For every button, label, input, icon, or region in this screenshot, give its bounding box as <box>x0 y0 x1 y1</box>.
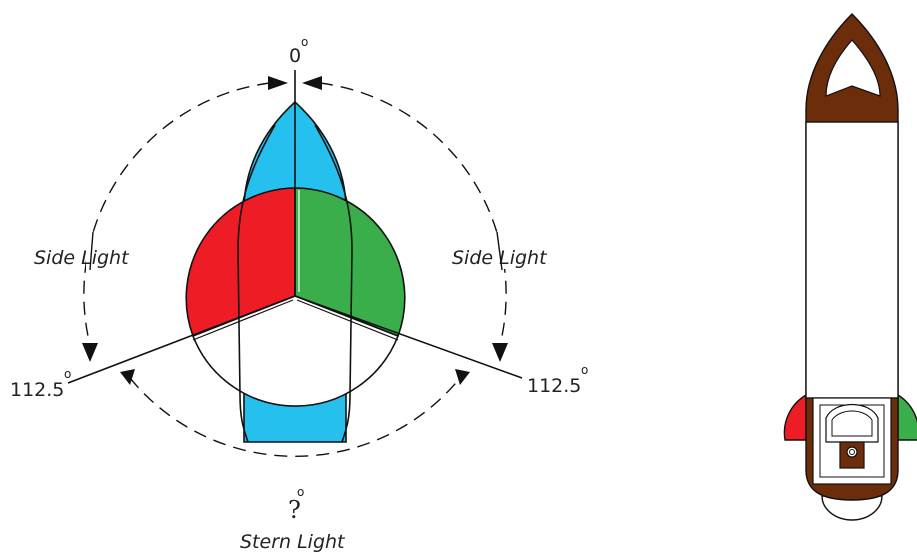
arrow-left-lower <box>120 369 135 385</box>
starboard-limit-line <box>294 295 523 379</box>
left-angle-label: 112.5 <box>10 379 64 401</box>
port-limit-line <box>67 295 296 384</box>
right-degree-mark: o <box>581 363 588 377</box>
boat-bow-hatch <box>825 39 881 97</box>
stern-angle-label: ? <box>288 496 301 524</box>
stern-light-fixture-inner <box>849 449 855 455</box>
arrow-right-lower <box>455 369 470 385</box>
boat-port-light <box>783 393 807 441</box>
boat-deck <box>805 121 899 399</box>
dashed-arc-top-right <box>319 82 507 346</box>
stern-light-label: Stern Light <box>240 531 346 553</box>
starboard-limit-line-inner <box>296 299 399 341</box>
arrow-left-upper <box>82 343 98 362</box>
dashed-arc-bottom <box>129 377 461 458</box>
boat-starboard-light <box>897 393 917 441</box>
right-label-tick <box>496 231 503 271</box>
stern-degree-mark: o <box>297 485 304 499</box>
starboard-light-sector <box>294 187 406 338</box>
port-light-sector <box>185 187 296 338</box>
arrow-right-upper <box>492 343 508 362</box>
stern-light-sector <box>191 295 400 407</box>
top-angle-label: 0 <box>289 45 301 67</box>
left-label-tick <box>89 231 94 271</box>
arrow-top-right <box>302 76 322 90</box>
left-degree-mark: o <box>64 367 71 381</box>
hull-inner-left <box>237 124 276 443</box>
right-angle-label: 112.5 <box>527 375 581 397</box>
top-degree-mark: o <box>301 35 308 49</box>
left-side-light-label: Side Light <box>34 247 130 269</box>
port-limit-line-inner <box>192 299 294 341</box>
arrow-top-left <box>268 76 288 90</box>
hull-inner-right <box>314 124 353 443</box>
boat-stern-light <box>821 495 883 521</box>
dashed-arc-top-left <box>83 82 271 346</box>
console-inner <box>831 410 873 437</box>
stern-light-fixture <box>846 446 858 458</box>
